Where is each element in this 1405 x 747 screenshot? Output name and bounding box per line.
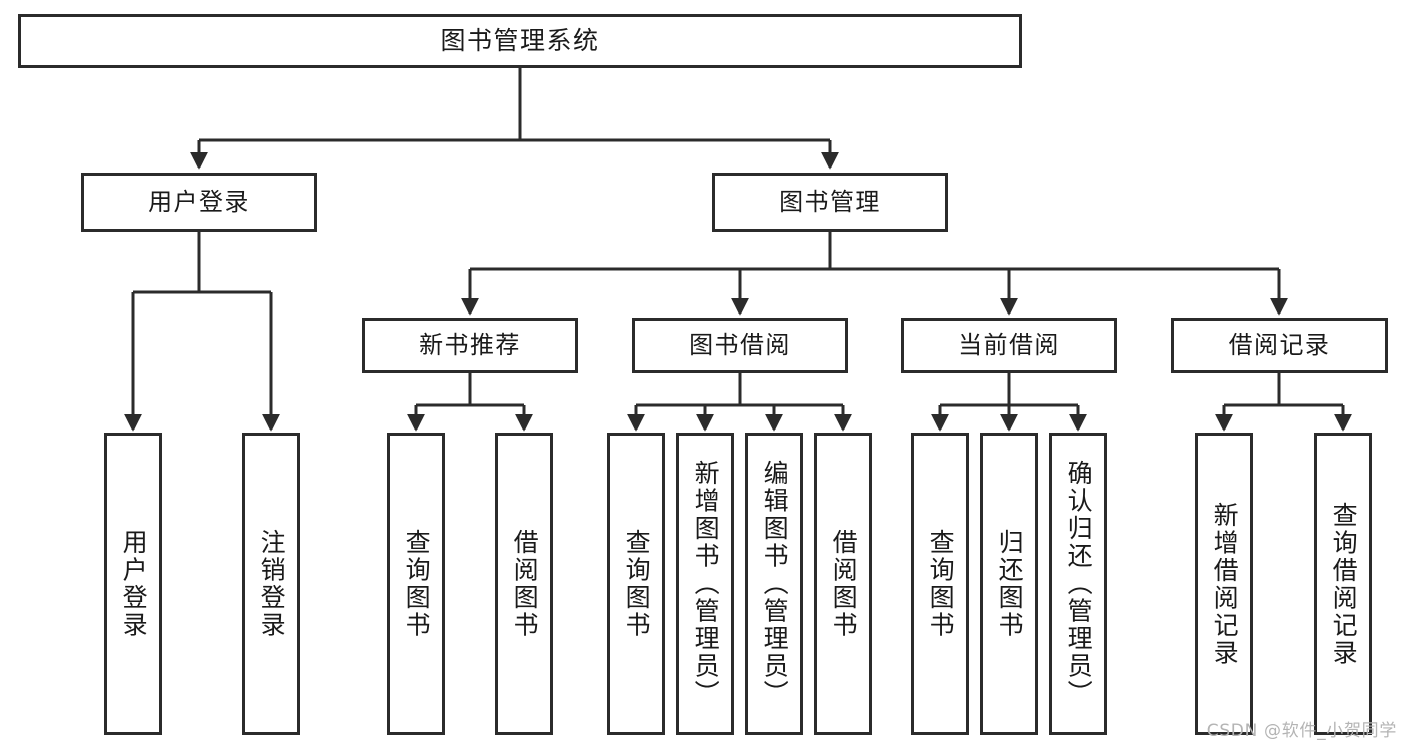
leaf-borrow-record-add-record[interactable]: 新增借阅记录	[1195, 433, 1253, 735]
node-label: 查询借阅记录	[1329, 501, 1359, 667]
node-label: 用户登录	[119, 529, 149, 639]
node-label: 新增借阅记录	[1210, 501, 1240, 667]
node-label: 查询图书	[402, 529, 432, 639]
node-borrow-record[interactable]: 借阅记录	[1171, 318, 1388, 373]
node-label: 借阅记录	[1228, 331, 1331, 360]
leaf-user-login-login[interactable]: 用户登录	[104, 433, 162, 735]
node-book-management[interactable]: 图书管理	[712, 173, 948, 232]
node-new-book-recommend[interactable]: 新书推荐	[362, 318, 578, 373]
leaf-current-borrow-confirm-return-admin[interactable]: 确认归还（管理员）	[1049, 433, 1107, 735]
node-label: 当前借阅	[958, 331, 1060, 360]
leaf-current-borrow-query-book[interactable]: 查询图书	[911, 433, 969, 735]
node-label: 查询图书	[926, 529, 956, 639]
node-label: 图书管理系统	[440, 26, 600, 56]
node-user-login[interactable]: 用户登录	[81, 173, 317, 232]
node-current-borrow[interactable]: 当前借阅	[901, 318, 1117, 373]
node-label: 编辑图书（管理员）	[760, 460, 790, 708]
node-label: 归还图书	[995, 529, 1025, 639]
leaf-book-borrow-borrow-book[interactable]: 借阅图书	[814, 433, 872, 735]
node-label: 图书管理	[779, 188, 881, 217]
node-root-book-management-system[interactable]: 图书管理系统	[18, 14, 1022, 68]
node-label: 借阅图书	[510, 529, 540, 639]
leaf-new-book-borrow-book[interactable]: 借阅图书	[495, 433, 553, 735]
node-label: 图书借阅	[689, 331, 791, 360]
node-book-borrow[interactable]: 图书借阅	[632, 318, 848, 373]
leaf-current-borrow-return-book[interactable]: 归还图书	[980, 433, 1038, 735]
leaf-book-borrow-edit-book-admin[interactable]: 编辑图书（管理员）	[745, 433, 803, 735]
node-label: 注销登录	[257, 529, 287, 639]
leaf-book-borrow-query-book[interactable]: 查询图书	[607, 433, 665, 735]
node-label: 借阅图书	[829, 529, 859, 639]
leaf-borrow-record-query-record[interactable]: 查询借阅记录	[1314, 433, 1372, 735]
node-label: 新书推荐	[419, 331, 521, 360]
leaf-user-login-logout[interactable]: 注销登录	[242, 433, 300, 735]
leaf-book-borrow-add-book-admin[interactable]: 新增图书（管理员）	[676, 433, 734, 735]
node-label: 新增图书（管理员）	[691, 460, 721, 708]
node-label: 用户登录	[148, 188, 250, 217]
node-label: 确认归还（管理员）	[1064, 460, 1094, 708]
leaf-new-book-query-book[interactable]: 查询图书	[387, 433, 445, 735]
node-label: 查询图书	[622, 529, 652, 639]
